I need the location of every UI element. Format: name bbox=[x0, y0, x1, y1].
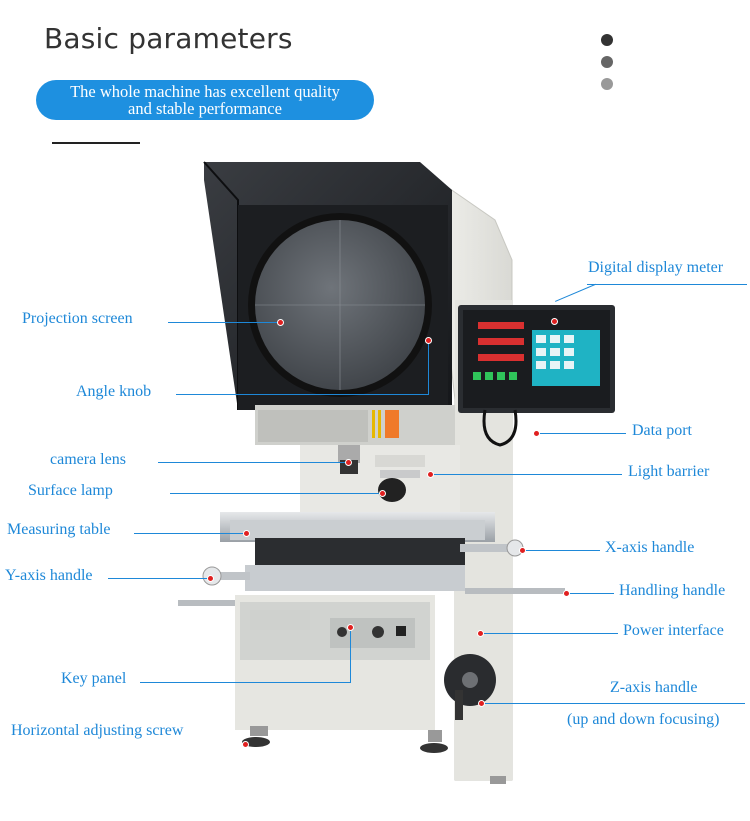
leader-angle-knob-vertical bbox=[428, 341, 429, 395]
leader-light-barrier bbox=[432, 474, 622, 475]
label-measuring-table: Measuring table bbox=[7, 521, 111, 538]
marker-x-axis-handle bbox=[519, 547, 526, 554]
leader-power-interface bbox=[482, 633, 618, 634]
marker-data-port bbox=[533, 430, 540, 437]
page-dot-1[interactable] bbox=[601, 34, 613, 46]
leader-projection-screen bbox=[168, 322, 280, 323]
leader-angle-knob bbox=[176, 394, 428, 395]
marker-measuring-table bbox=[243, 530, 250, 537]
label-angle-knob: Angle knob bbox=[76, 383, 152, 400]
leader-surface-lamp bbox=[170, 493, 382, 494]
marker-angle-knob bbox=[425, 337, 432, 344]
marker-handling-handle bbox=[563, 590, 570, 597]
marker-power-interface bbox=[477, 630, 484, 637]
leader-measuring-table bbox=[134, 533, 246, 534]
banner-line-2: and stable performance bbox=[128, 99, 282, 118]
leader-y-axis-handle bbox=[108, 578, 210, 579]
label-z-axis-note: (up and down focusing) bbox=[567, 711, 720, 728]
banner-line-1: The whole machine has excellent quality bbox=[70, 82, 340, 101]
marker-key-panel bbox=[347, 624, 354, 631]
label-horizontal-adjusting-screw: Horizontal adjusting screw bbox=[11, 722, 184, 739]
label-digital-display-meter: Digital display meter bbox=[588, 259, 724, 276]
label-surface-lamp: Surface lamp bbox=[28, 482, 113, 499]
leader-x-axis-handle bbox=[524, 550, 600, 551]
label-light-barrier: Light barrier bbox=[628, 463, 710, 480]
label-power-interface: Power interface bbox=[623, 622, 724, 639]
marker-camera-lens bbox=[345, 459, 352, 466]
label-z-axis-handle: Z-axis handle bbox=[610, 679, 698, 696]
label-y-axis-handle: Y-axis handle bbox=[5, 567, 93, 584]
leader-key-panel-vertical bbox=[350, 628, 351, 682]
marker-digital-display-meter bbox=[551, 318, 558, 325]
page-title: Basic parameters bbox=[44, 22, 293, 55]
label-key-panel: Key panel bbox=[61, 670, 127, 687]
marker-z-axis-handle bbox=[478, 700, 485, 707]
marker-projection-screen bbox=[277, 319, 284, 326]
label-handling-handle: Handling handle bbox=[619, 582, 726, 599]
leader-handling-handle bbox=[568, 593, 614, 594]
label-projection-screen: Projection screen bbox=[22, 310, 133, 327]
leader-key-panel bbox=[140, 682, 351, 683]
label-data-port: Data port bbox=[632, 422, 692, 439]
marker-horizontal-adjusting-screw bbox=[242, 741, 249, 748]
leader-z-axis-handle bbox=[483, 703, 745, 704]
label-x-axis-handle: X-axis handle bbox=[605, 539, 695, 556]
leader-digital-display-meter bbox=[587, 284, 747, 285]
marker-light-barrier bbox=[427, 471, 434, 478]
page-dot-3[interactable] bbox=[601, 78, 613, 90]
leader-camera-lens bbox=[158, 462, 348, 463]
label-camera-lens: camera lens bbox=[50, 451, 126, 468]
feature-banner: The whole machine has excellent quality … bbox=[36, 80, 374, 120]
page-dot-2[interactable] bbox=[601, 56, 613, 68]
title-underline bbox=[52, 142, 140, 144]
marker-y-axis-handle bbox=[207, 575, 214, 582]
leader-data-port bbox=[538, 433, 626, 434]
marker-surface-lamp bbox=[379, 490, 386, 497]
